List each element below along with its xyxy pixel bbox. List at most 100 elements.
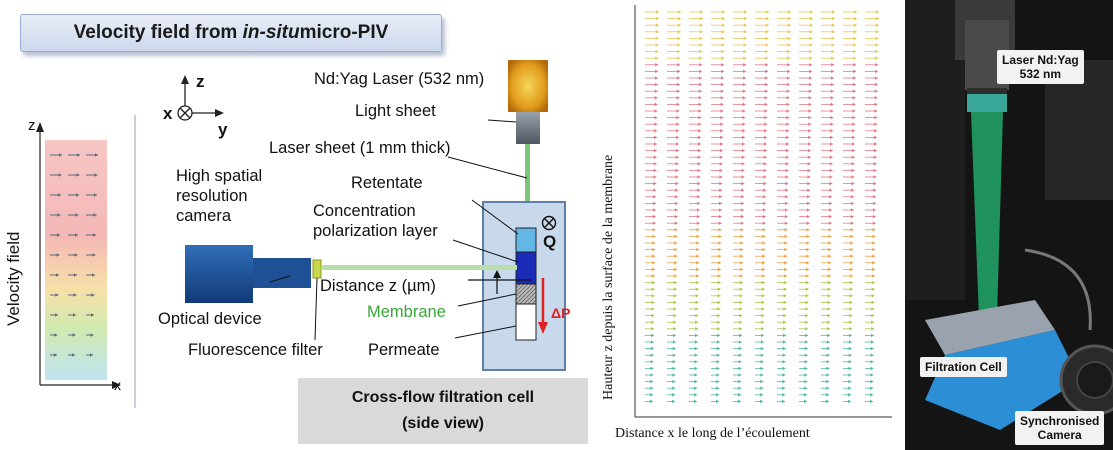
vector-arrowhead <box>874 96 878 100</box>
vector-arrowhead <box>743 49 747 54</box>
vector-arrowhead <box>826 386 830 390</box>
vector-arrowhead <box>874 115 878 120</box>
vector-arrowhead <box>871 327 875 331</box>
vector-arrowhead <box>716 386 720 390</box>
vector-arrowhead <box>654 122 658 126</box>
vector-arrowhead <box>763 168 767 173</box>
camera-label-line1: High spatial <box>176 167 263 185</box>
vector-arrowhead <box>782 399 785 404</box>
vector-arrowhead <box>808 115 812 120</box>
vector-arrowhead <box>760 353 764 357</box>
camera-label: High spatial resolution camera <box>176 166 262 226</box>
vector-arrowhead <box>872 267 876 272</box>
vector-arrowhead <box>698 109 702 113</box>
vector-arrowhead <box>870 373 874 377</box>
vector-arrowhead <box>694 393 698 397</box>
vector-arrowhead <box>77 153 80 157</box>
vector-arrowhead <box>875 69 879 74</box>
vector-arrowhead <box>650 399 653 404</box>
vector-arrowhead <box>720 76 724 80</box>
vector-arrowhead <box>741 148 745 153</box>
vector-arrowhead <box>873 195 877 199</box>
filter-label: Fluorescence filter <box>188 341 323 359</box>
vector-arrowhead <box>786 102 790 107</box>
vector-arrowhead <box>829 155 833 159</box>
vector-arrowhead <box>809 56 813 60</box>
vector-arrowhead <box>677 30 681 34</box>
vector-arrowhead <box>675 142 679 146</box>
vector-arrowhead <box>850 247 854 252</box>
vector-arrowhead <box>652 261 656 265</box>
vector-arrowhead <box>699 16 703 21</box>
vector-arrowhead <box>787 63 791 67</box>
vector-arrowhead <box>826 399 829 404</box>
vector-arrowhead <box>742 115 746 120</box>
vector-arrowhead <box>874 135 878 140</box>
vector-arrowhead <box>653 181 657 186</box>
vector-arrowhead <box>784 267 788 272</box>
vector-arrowhead <box>652 228 656 232</box>
vector-arrowhead <box>716 379 720 384</box>
title-prefix: Velocity field from <box>73 22 238 43</box>
setup-photo: Laser Nd:Yag 532 nm Filtration Cell Sync… <box>905 0 1113 450</box>
vector-arrowhead <box>720 82 724 87</box>
vector-arrowhead <box>805 280 809 285</box>
vector-arrowhead <box>810 10 813 14</box>
vector-arrowhead <box>804 340 808 344</box>
vector-arrowhead <box>807 162 811 166</box>
vector-arrowhead <box>677 56 681 60</box>
vector-arrowhead <box>654 109 658 113</box>
vector-arrowhead <box>650 346 654 351</box>
vector-arrowhead <box>653 201 657 206</box>
vector-arrowhead <box>852 96 856 100</box>
vector-arrowhead <box>673 274 677 278</box>
vector-arrowhead <box>741 181 745 186</box>
vector-arrowhead <box>698 102 702 107</box>
vector-arrowhead <box>743 56 747 60</box>
vector-arrowhead <box>738 366 742 371</box>
vector-arrowhead <box>808 102 812 107</box>
vector-arrowhead <box>785 195 789 199</box>
vector-arrowhead <box>828 228 832 232</box>
vector-arrowhead <box>655 16 659 21</box>
vector-arrowhead <box>786 89 790 93</box>
vector-arrowhead <box>696 261 700 265</box>
vector-arrowhead <box>764 109 768 113</box>
vector-arrowhead <box>805 313 809 318</box>
vector-arrowhead <box>806 247 810 252</box>
vector-arrowhead <box>874 89 878 93</box>
vector-arrowhead <box>761 300 765 305</box>
vector-arrowhead <box>828 254 832 258</box>
vector-arrowhead <box>827 307 831 311</box>
vector-arrowhead <box>94 193 97 197</box>
vector-arrowhead <box>743 36 747 41</box>
vector-arrowhead <box>807 181 811 186</box>
vector-arrowhead <box>787 23 791 27</box>
vector-arrowhead <box>717 274 721 278</box>
vector-arrowhead <box>760 379 764 384</box>
vector-arrowhead <box>673 307 677 311</box>
vector-arrowhead <box>719 148 723 153</box>
vector-arrowhead <box>826 360 830 364</box>
vector-arrowhead <box>826 379 830 384</box>
vector-arrowhead <box>853 49 857 54</box>
vector-arrowhead <box>807 142 811 146</box>
vector-arrowhead <box>809 69 813 74</box>
vector-arrowhead <box>698 122 702 126</box>
vector-arrowhead <box>716 346 720 351</box>
vector-arrowhead <box>655 69 659 74</box>
vector-arrowhead <box>739 280 743 285</box>
setup-schematic <box>185 60 566 371</box>
photo-blue-sheet <box>925 330 1080 430</box>
vector-arrowhead <box>762 254 766 258</box>
triad-x-label: x <box>163 104 173 123</box>
vector-arrowhead <box>762 214 766 219</box>
vector-arrowhead <box>809 43 813 47</box>
vector-arrowhead <box>651 307 655 311</box>
vector-arrowhead <box>851 162 855 166</box>
vector-arrowhead <box>850 241 854 245</box>
optical-device-label: Optical device <box>158 310 262 328</box>
vector-arrowhead <box>650 353 654 357</box>
vector-arrowhead <box>694 366 698 371</box>
vector-arrowhead <box>677 49 681 54</box>
